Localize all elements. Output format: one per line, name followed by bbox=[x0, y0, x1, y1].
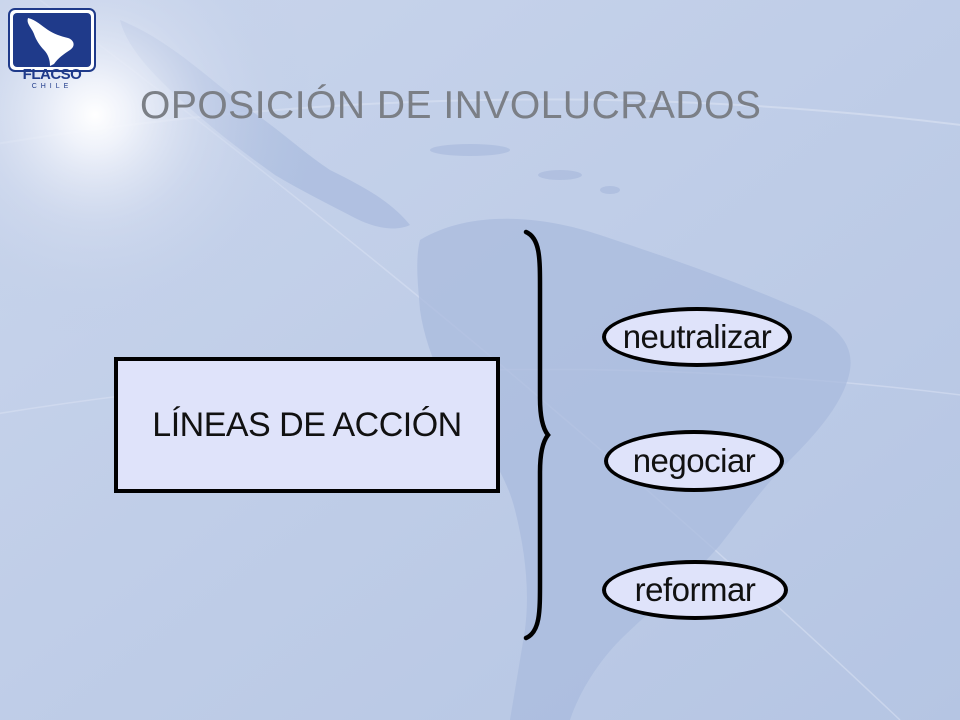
option-reformar: reformar bbox=[602, 560, 788, 620]
option-neutralizar: neutralizar bbox=[602, 307, 792, 367]
logo-name: FLACSO bbox=[22, 66, 82, 83]
main-concept-label: LÍNEAS DE ACCIÓN bbox=[152, 405, 462, 444]
flacso-logo bbox=[8, 8, 96, 72]
option-negociar: negociar bbox=[604, 430, 784, 492]
logo-subtitle: CHILE bbox=[31, 83, 73, 90]
main-concept-box: LÍNEAS DE ACCIÓN bbox=[114, 357, 500, 493]
slide-title: OPOSICIÓN DE INVOLUCRADOS bbox=[140, 84, 762, 127]
option-label: reformar bbox=[634, 571, 756, 608]
curly-brace bbox=[523, 229, 551, 641]
option-label: neutralizar bbox=[622, 318, 772, 355]
option-label: negociar bbox=[632, 442, 756, 479]
